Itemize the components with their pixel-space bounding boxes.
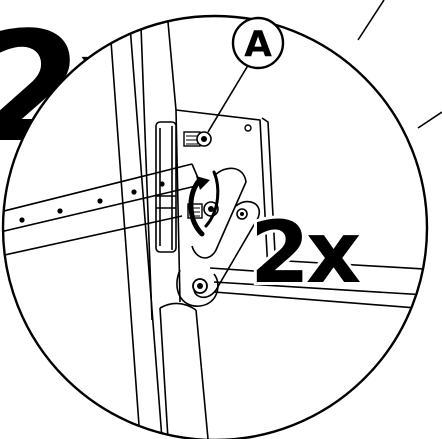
link-plate xyxy=(193,200,261,299)
arm-holes xyxy=(19,181,165,223)
quantity-label-detail: 2x xyxy=(250,203,361,303)
post-left-edge xyxy=(139,16,153,321)
link-lower-eye xyxy=(176,269,219,307)
frame-tube-right-edge xyxy=(127,16,163,439)
leader-lines xyxy=(357,0,442,129)
callout-circle xyxy=(231,16,285,70)
frame-tube-left-edge xyxy=(107,16,141,439)
magnifier-circle xyxy=(1,14,429,439)
leader-line-top xyxy=(357,0,385,41)
panel-edge-top xyxy=(269,259,427,271)
callout-letter: A xyxy=(244,24,272,65)
rotation-arrow-icon xyxy=(188,170,220,237)
link-holes xyxy=(192,208,248,294)
arm-top-edge xyxy=(3,163,193,213)
arm-bottom-edge xyxy=(3,215,183,257)
bolt-upper xyxy=(183,131,212,147)
lower-post-right xyxy=(195,309,209,439)
callout-leader xyxy=(207,61,251,133)
bracket-upper xyxy=(191,167,247,259)
arm-mid-edge xyxy=(3,185,197,233)
lower-post-left xyxy=(159,307,169,439)
leader-line-right xyxy=(417,111,442,129)
hinge-barrel xyxy=(155,121,177,253)
